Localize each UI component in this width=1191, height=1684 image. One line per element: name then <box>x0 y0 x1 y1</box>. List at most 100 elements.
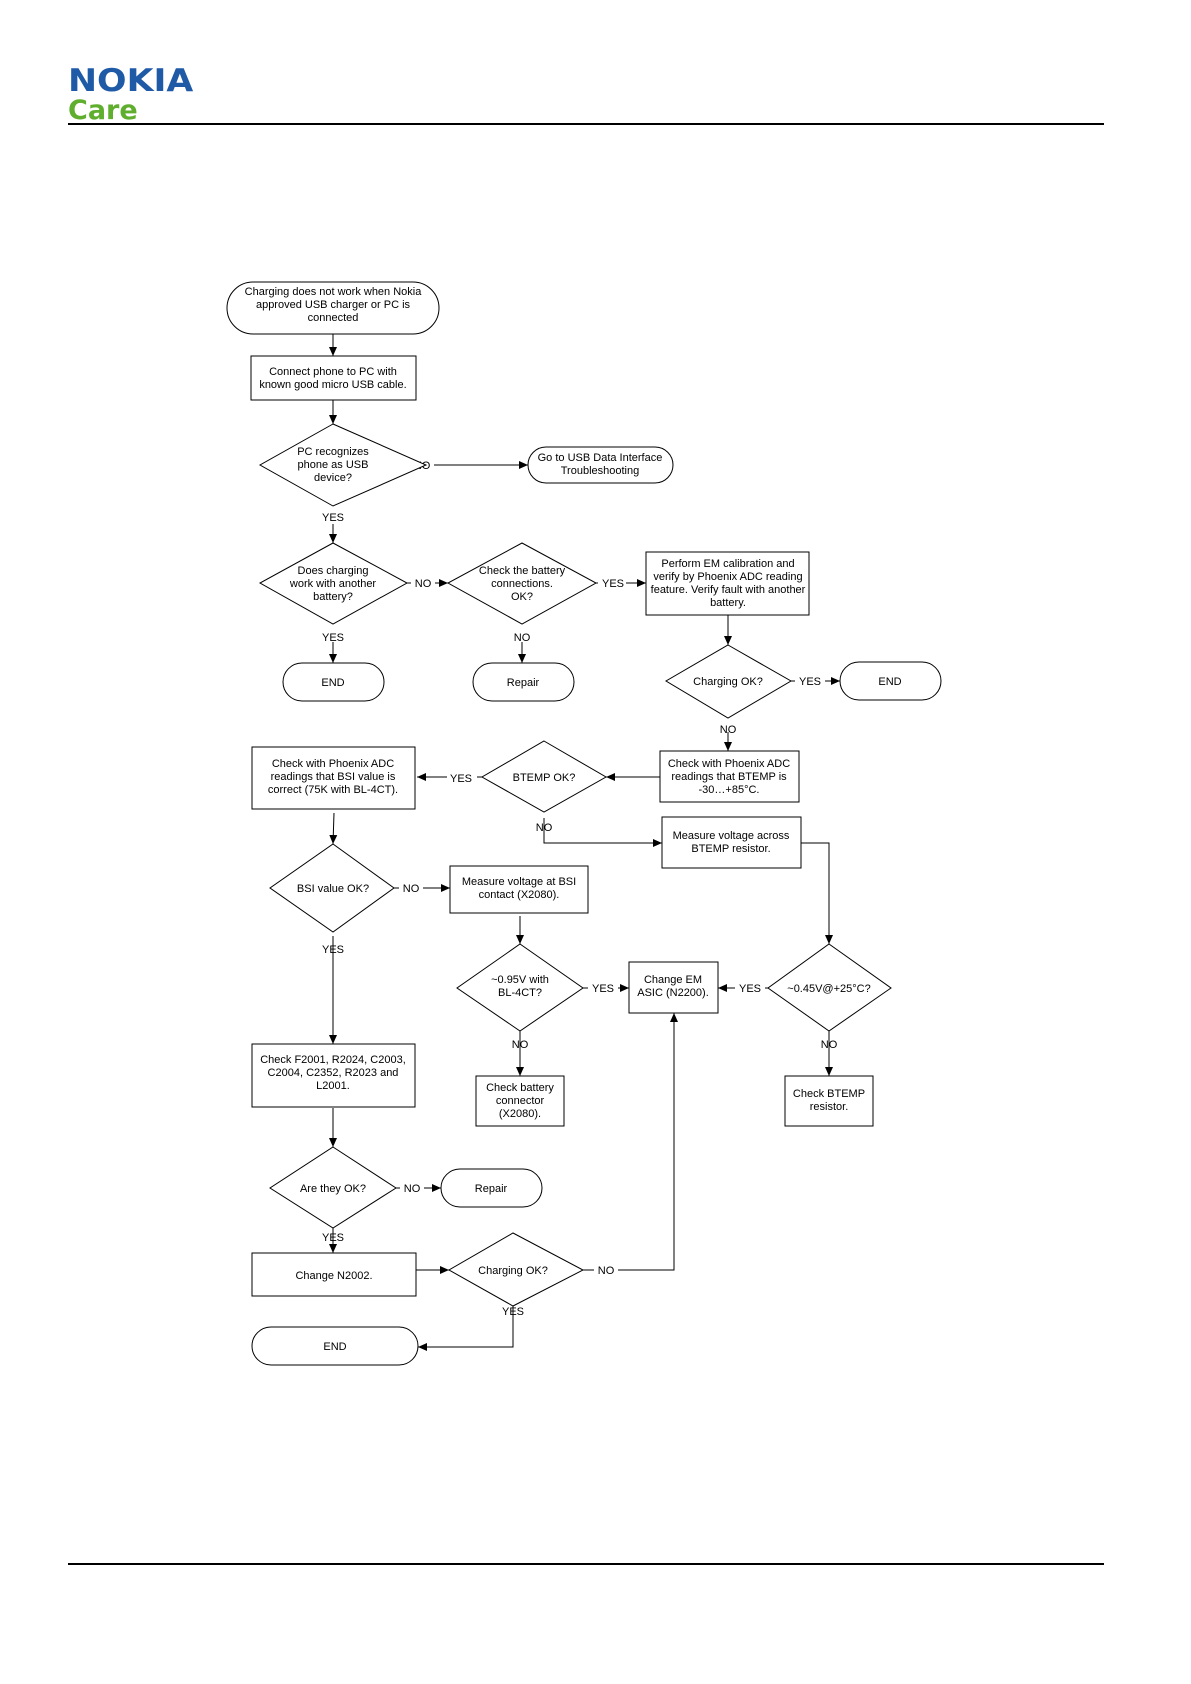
label-yes: YES <box>602 578 624 590</box>
node-line: Check battery <box>486 1082 554 1094</box>
node-line: device? <box>314 472 352 484</box>
label-no: NO <box>512 1039 529 1051</box>
label-yes: YES <box>799 676 821 688</box>
label-no: NO <box>598 1265 615 1277</box>
node-line: battery? <box>313 591 353 603</box>
node-line: BTEMP OK? <box>513 772 576 784</box>
node-line: resistor. <box>810 1101 849 1113</box>
logo-brand: NOKIA <box>68 63 194 99</box>
node-line: ~0.95V with <box>491 974 549 986</box>
node-line: Measure voltage across <box>673 830 790 842</box>
node-line: C2004, C2352, R2023 and <box>268 1067 399 1079</box>
node-line: Charging does not work when Nokia <box>245 286 423 298</box>
nokia-care-logo: NOKIA Care <box>68 66 193 126</box>
node-line: battery. <box>710 597 746 609</box>
node-line: END <box>321 677 344 689</box>
node-line: readings that BTEMP is <box>671 771 787 783</box>
node-btemp-ok: BTEMP OK? <box>480 740 608 813</box>
node-line: verify by Phoenix ADC reading <box>653 571 802 583</box>
node-line: ~0.45V@+25°C? <box>787 983 870 995</box>
node-line: BTEMP resistor. <box>691 843 770 855</box>
header-rule <box>68 123 1104 125</box>
label-yes: YES <box>450 773 472 785</box>
node-line: Check with Phoenix ADC <box>668 758 790 770</box>
node-line: Are they OK? <box>300 1183 366 1195</box>
node-end-2: END <box>839 661 942 701</box>
label-yes: YES <box>322 632 344 644</box>
svg-text:Check F2001, R2024, C2003,C200: Check F2001, R2024, C2003,C2004, C2352, … <box>260 1054 406 1092</box>
node-line: Measure voltage at BSI <box>462 876 576 888</box>
node-line: Charging OK? <box>693 676 763 688</box>
node-line: PC recognizes <box>297 446 369 458</box>
node-charging-ok-1: Charging OK? <box>665 644 792 719</box>
node-line: END <box>323 1341 346 1353</box>
node-line: BL-4CT? <box>498 987 542 999</box>
node-line: contact (X2080). <box>479 889 560 901</box>
logo-sub-brand: Care <box>68 95 138 126</box>
node-line: feature. Verify fault with another <box>651 584 806 596</box>
node-line: ASIC (N2200). <box>637 987 709 999</box>
node-line: connector <box>496 1095 545 1107</box>
node-repair-1: Repair <box>472 662 575 702</box>
node-line: work with another <box>289 578 377 590</box>
label-no: NO <box>514 632 531 644</box>
node-line: approved USB charger or PC is <box>256 299 411 311</box>
node-line: Change N2002. <box>295 1270 372 1282</box>
node-line: Does charging <box>298 565 369 577</box>
node-end-3: END <box>251 1326 419 1366</box>
arrow-btemp-no <box>543 818 662 847</box>
node-line: connected <box>308 312 359 324</box>
label-yes: YES <box>322 1232 344 1244</box>
node-line: Check F2001, R2024, C2003, <box>260 1054 406 1066</box>
node-repair-2: Repair <box>440 1168 543 1208</box>
node-charging-ok-2: Charging OK? <box>447 1232 585 1307</box>
node-line: correct (75K with BL-4CT). <box>268 784 398 796</box>
node-bsi-ok: BSI value OK? <box>269 843 395 933</box>
node-line: Connect phone to PC with <box>269 366 397 378</box>
label-no: NO <box>404 1183 421 1195</box>
arrow-measure-btemp-to-v045 <box>801 842 833 944</box>
node-line: readings that BSI value is <box>271 771 396 783</box>
label-yes: YES <box>322 512 344 524</box>
node-line: OK? <box>511 591 533 603</box>
node-line: Check with Phoenix ADC <box>272 758 394 770</box>
arrow-charging2-no <box>583 1013 678 1271</box>
label-yes: YES <box>739 983 761 995</box>
node-line: (X2080). <box>499 1108 541 1120</box>
label-no: NO <box>821 1039 838 1051</box>
label-no: NO <box>415 578 432 590</box>
node-line: connections. <box>491 578 553 590</box>
node-end-1: END <box>282 662 385 702</box>
node-line: Repair <box>507 677 540 689</box>
node-check-components: Check F2001, R2024, C2003,C2004, C2352, … <box>251 1043 416 1108</box>
node-line: Charging OK? <box>478 1265 548 1277</box>
node-line: END <box>878 676 901 688</box>
node-line: Troubleshooting <box>561 465 639 477</box>
node-line: Change EM <box>644 974 702 986</box>
node-line: Check BTEMP <box>793 1088 865 1100</box>
